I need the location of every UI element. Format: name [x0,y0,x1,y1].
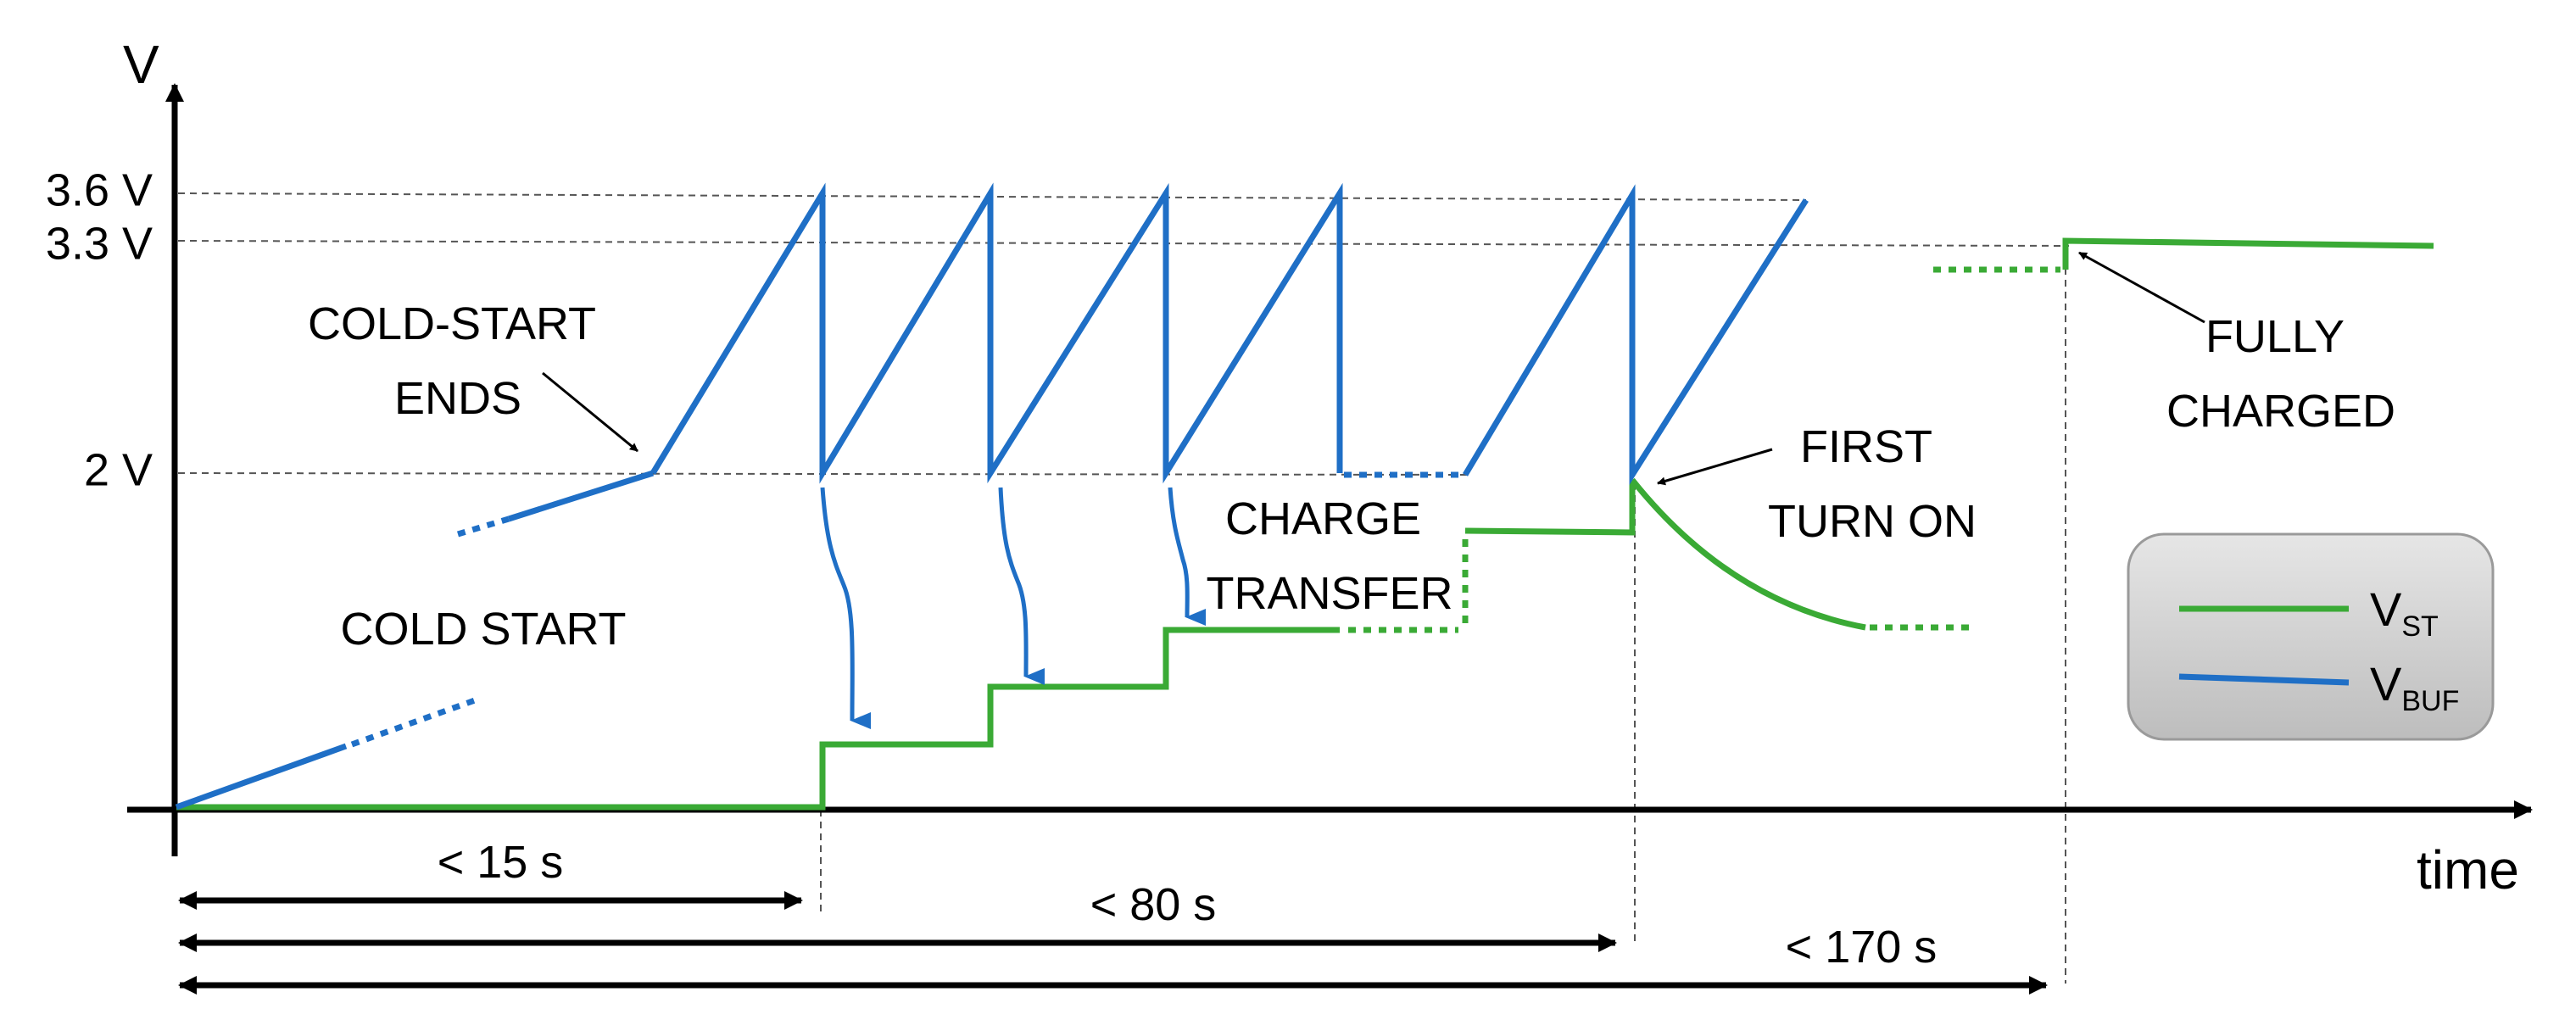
v-st-trace [176,237,2434,811]
interval-80s-label: < 80 s [1090,879,1217,930]
legend-swatch-v-buf [2178,673,2350,686]
legend-box [2127,532,2495,741]
legend-label-v-buf: VBUF [2370,657,2459,717]
legend-label-v-st: VST [2370,582,2439,643]
first-turn-on-pointer [1657,448,1773,486]
transfer-arrow-2 [998,487,1045,686]
guide-3-3v [177,240,2070,247]
cold-start-ends-label: COLD-START ENDS [308,298,608,424]
y-tick-2v: 2 V [84,444,153,495]
fully-charged-pointer [2078,251,2205,324]
x-axis-label: time [2417,839,2519,900]
y-axis-label: V [123,34,159,95]
interval-15s-label: < 15 s [438,837,564,888]
v-buf-trace [175,182,1809,811]
annotation-pointers [542,251,2205,486]
interval-170s-label: < 170 s [1786,922,1938,972]
legend: VST VBUF [2127,532,2495,741]
charge-transfer-label: CHARGE TRANSFER [1206,493,1452,619]
guide-3-6v [177,192,1807,201]
transfer-arrow-1 [820,487,872,730]
charge-transfer-arrows [820,487,1207,730]
y-tick-3-3v: 3.3 V [46,218,153,269]
cold-start-ends-pointer [542,371,638,453]
cold-start-label: COLD START [340,604,626,655]
y-tick-3-6v: 3.6 V [46,164,153,215]
fully-charged-label: FULLY CHARGED [2166,311,2395,437]
first-turn-on-label: FIRST TURN ON [1768,421,1977,547]
transfer-arrow-3 [1168,487,1207,627]
interval-arrows [178,891,2048,995]
